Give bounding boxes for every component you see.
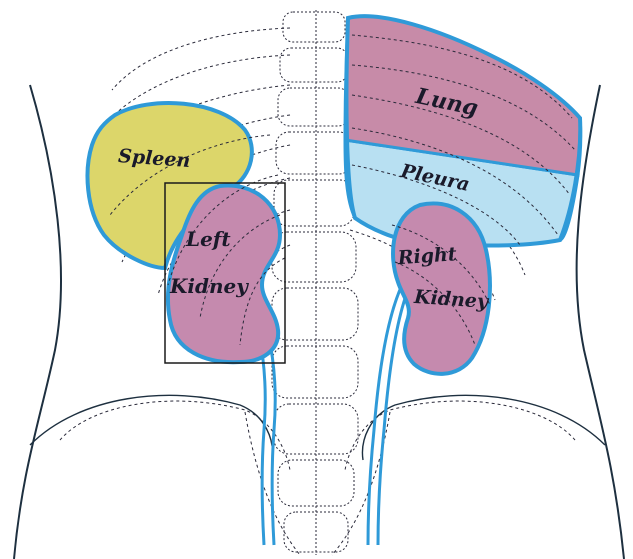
left-kidney-label-line1: Left	[185, 227, 231, 251]
pelvis-outline-right	[362, 395, 605, 460]
pelvis-outline-left	[30, 395, 273, 460]
body-outline-left	[14, 85, 61, 559]
pelvis	[60, 401, 575, 555]
left-kidney-label-line2: Kidney	[169, 274, 249, 298]
right-ureter	[368, 285, 410, 545]
body-outline-right	[577, 85, 624, 559]
right-kidney-label-line1: Right	[396, 243, 457, 269]
